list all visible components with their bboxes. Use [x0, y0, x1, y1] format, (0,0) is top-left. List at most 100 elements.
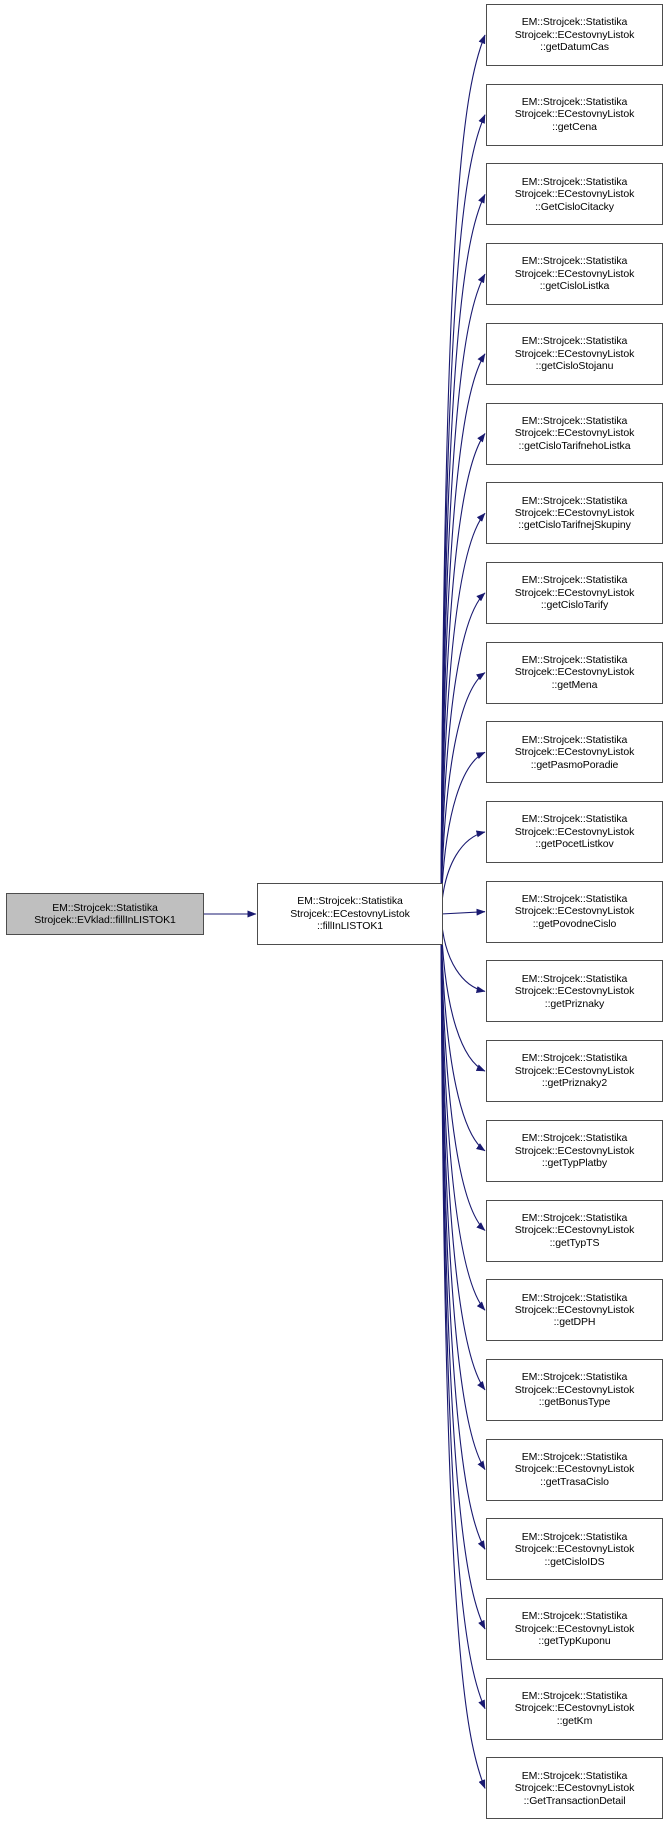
edge	[440, 353, 486, 915]
node-text-line: EM::Strojcek::Statistika	[521, 1132, 628, 1145]
node-text-line: EM::Strojcek::Statistika	[521, 96, 628, 109]
node-text-line: Strojcek::ECestovnyListok	[514, 28, 635, 41]
node-text-line: ::getCisloListka	[539, 280, 610, 293]
node-text-line: Strojcek::EVklad::fillInLISTOK1	[34, 914, 176, 926]
node-text-line: ::getTypKuponu	[538, 1635, 611, 1648]
node-text-line: EM::Strojcek::Statistika	[521, 175, 628, 188]
edge	[440, 913, 486, 1789]
node-text-line: ::getCisloTarifnehoListka	[518, 439, 631, 452]
node-text-line: Strojcek::ECestovnyListok	[514, 1303, 635, 1316]
edge	[440, 913, 486, 993]
node-text-line: ::getTypTS	[549, 1236, 600, 1249]
node-text-line: Strojcek::ECestovnyListok	[290, 907, 410, 920]
node-text-line: ::getCisloTarifnejSkupiny	[518, 519, 631, 532]
edge	[440, 908, 486, 916]
node-text-line: ::getTrasaCislo	[540, 1475, 609, 1488]
node-text-line: EM::Strojcek::Statistika	[521, 1211, 628, 1224]
node-text-line: Strojcek::ECestovnyListok	[514, 985, 635, 998]
edge	[440, 913, 486, 1391]
node-text-line: Strojcek::ECestovnyListok	[514, 1702, 635, 1715]
edge	[440, 913, 486, 1231]
edge	[440, 913, 486, 1072]
node-text-line: EM::Strojcek::Statistika	[521, 1530, 628, 1543]
node-text-line: ::getDatumCas	[540, 41, 609, 54]
edge	[440, 913, 486, 1550]
node-text-line: Strojcek::ECestovnyListok	[514, 1543, 635, 1556]
node-text-line: Strojcek::ECestovnyListok	[514, 1224, 635, 1237]
node-text-line: Strojcek::ECestovnyListok	[514, 188, 635, 201]
node-text-line: ::getBonusType	[538, 1396, 611, 1409]
node-text-line: ::getDPH	[553, 1316, 596, 1329]
edge	[440, 830, 486, 915]
node-text-line: ::getPocetListkov	[535, 838, 614, 851]
node-text-line: ::getPovodneCislo	[532, 917, 617, 930]
node-text-line: EM::Strojcek::Statistika	[521, 255, 628, 268]
node-text-line: EM::Strojcek::Statistika	[521, 1371, 628, 1384]
node-text-line: Strojcek::ECestovnyListok	[514, 586, 635, 599]
edge	[440, 913, 486, 1311]
node-text-line: EM::Strojcek::Statistika	[521, 494, 628, 507]
node-text-line: EM::Strojcek::Statistika	[521, 733, 628, 746]
node-text-line: ::getCisloIDS	[544, 1555, 605, 1568]
node-text-line: Strojcek::ECestovnyListok	[514, 347, 635, 360]
edge	[440, 193, 486, 915]
node-text-line: EM::Strojcek::Statistika	[521, 893, 628, 906]
node-text-line: EM::Strojcek::Statistika	[521, 414, 628, 427]
edge	[440, 913, 486, 1630]
edge	[440, 913, 486, 1710]
edge	[440, 273, 486, 915]
node-text-line: Strojcek::ECestovnyListok	[514, 746, 635, 759]
edge	[440, 913, 486, 1152]
edge	[440, 34, 486, 915]
node-text-line: Strojcek::ECestovnyListok	[514, 1463, 635, 1476]
node-text-line: Strojcek::ECestovnyListok	[514, 267, 635, 280]
node-text-line: EM::Strojcek::Statistika	[521, 16, 628, 29]
node-text-line: ::GetCisloCitacky	[535, 200, 614, 213]
edge	[440, 512, 486, 915]
node-text-line: EM::Strojcek::Statistika	[297, 895, 403, 908]
node-text-line: ::fillInLISTOK1	[316, 920, 383, 933]
node-text-line: EM::Strojcek::Statistika	[521, 1769, 628, 1782]
node-text-line: EM::Strojcek::Statistika	[521, 1052, 628, 1065]
node-text-line: ::getCena	[552, 120, 597, 133]
node-text-line: EM::Strojcek::Statistika	[521, 1610, 628, 1623]
node-text-line: ::GetTransactionDetail	[523, 1794, 626, 1807]
node-text-line: EM::Strojcek::Statistika	[521, 1690, 628, 1703]
node-text-line: Strojcek::ECestovnyListok	[514, 1782, 635, 1795]
node-text-line: ::getMena	[551, 678, 598, 691]
node-text-line: ::getPriznaky2	[541, 1077, 608, 1090]
node-text-line: ::getKm	[556, 1714, 593, 1727]
edge	[440, 592, 486, 915]
node-text-line: ::getCisloTarify	[540, 599, 609, 612]
node-text-line: EM::Strojcek::Statistika	[521, 653, 628, 666]
edge	[440, 913, 486, 1471]
node-text-line: EM::Strojcek::Statistika	[521, 972, 628, 985]
node-text-line: Strojcek::ECestovnyListok	[514, 1622, 635, 1635]
